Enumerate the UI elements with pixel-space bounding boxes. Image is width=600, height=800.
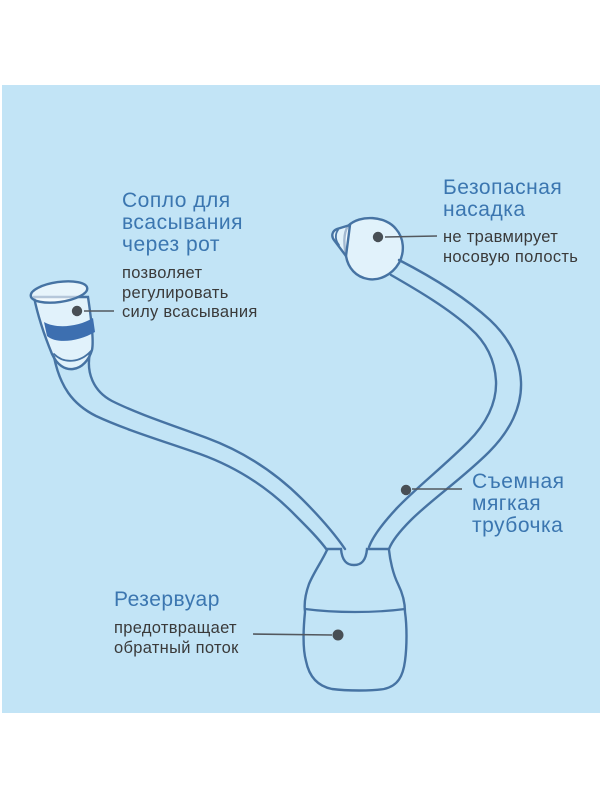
callout-line-reservoir [252,633,333,636]
nozzle-head [343,216,404,281]
mouthpiece-band [44,318,95,341]
callouts [71,231,462,641]
nozzle-note: не травмирует носовую полость [443,228,579,266]
mouthpiece-seam [53,350,92,362]
reservoir-collar [325,547,391,567]
reservoir-body [302,548,408,692]
nozzle-title: Безопасная насадка [443,176,563,221]
tube-title: Съемная мягкая трубочка [472,470,565,537]
reservoir-seam [303,607,407,614]
reservoir-graphic [302,547,408,692]
callout-dot-nozzle [372,231,384,243]
callout-dot-reservoir [332,629,344,641]
illustration-panel [2,85,600,713]
right-tube-graphic [367,258,523,551]
callout-dot-tube [400,484,412,496]
mouthpiece-title: Сопло для всасывания через рот [122,189,243,256]
reservoir-note: предотвращает обратный поток [114,619,239,657]
nozzle-tip [331,223,352,258]
callout-line-nozzle [384,235,438,238]
mouthpiece-graphic [29,280,95,371]
reservoir-title: Резервуар [114,588,220,611]
left-tube-graphic [52,351,347,552]
nozzle-graphic [331,216,404,281]
mouthpiece-note: позволяет регулировать силу всасывания [122,264,258,321]
callout-dot-mouthpiece [71,305,83,317]
nozzle-tip-opening [334,229,340,246]
mouthpiece-rim [29,280,89,304]
